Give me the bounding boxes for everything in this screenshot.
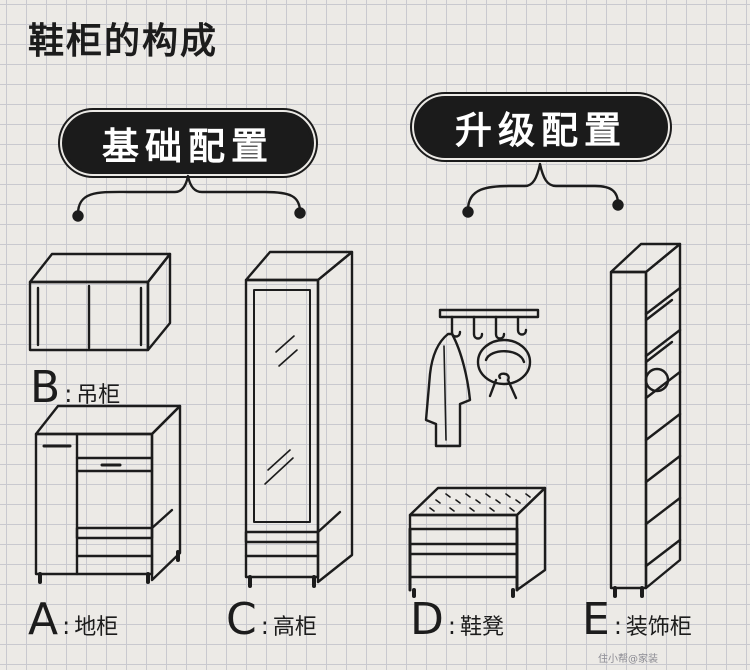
coat-drawing (424, 332, 472, 448)
label-separator: : (64, 380, 73, 408)
decorative-cabinet-drawing (609, 242, 682, 598)
tall-cabinet-drawing (244, 250, 354, 588)
watermark: 住小帮@家装 (598, 654, 658, 665)
label-floor-cabinet: A : 地柜 (28, 598, 118, 642)
basic-config-bracket (72, 174, 306, 222)
label-name: 装饰柜 (625, 615, 692, 640)
label-decorative-cabinet: E : 装饰柜 (582, 598, 692, 642)
label-separator: : (260, 612, 269, 640)
label-separator: : (447, 612, 456, 640)
upgrade-config-banner: 升级配置 (414, 96, 668, 158)
label-name: 鞋凳 (459, 615, 504, 640)
label-wall-cabinet: B : 吊柜 (30, 366, 120, 410)
label-letter: A (28, 594, 59, 645)
label-separator: : (62, 612, 71, 640)
page-title: 鞋柜的构成 (28, 21, 219, 62)
upgrade-config-label: 升级配置 (455, 109, 627, 152)
label-letter: C (226, 594, 257, 645)
wall-cabinet-drawing (28, 252, 172, 352)
basic-config-label: 基础配置 (102, 125, 274, 168)
label-shoe-bench: D : 鞋凳 (410, 598, 504, 642)
basic-config-banner: 基础配置 (62, 112, 314, 174)
vase-drawing (644, 367, 670, 393)
label-letter: D (410, 594, 444, 645)
coat-hook-rail-drawing (424, 308, 540, 448)
label-letter: B (30, 362, 61, 413)
shoe-bench-drawing (408, 486, 547, 598)
label-name: 吊柜 (76, 383, 121, 408)
label-name: 地柜 (74, 615, 119, 640)
label-name: 高柜 (272, 615, 317, 640)
upgrade-config-bracket (462, 162, 624, 218)
label-letter: E (582, 594, 610, 645)
hat-drawing (476, 338, 532, 386)
floor-cabinet-drawing (34, 404, 182, 584)
label-tall-cabinet: C : 高柜 (226, 598, 317, 642)
label-separator: : (613, 612, 622, 640)
